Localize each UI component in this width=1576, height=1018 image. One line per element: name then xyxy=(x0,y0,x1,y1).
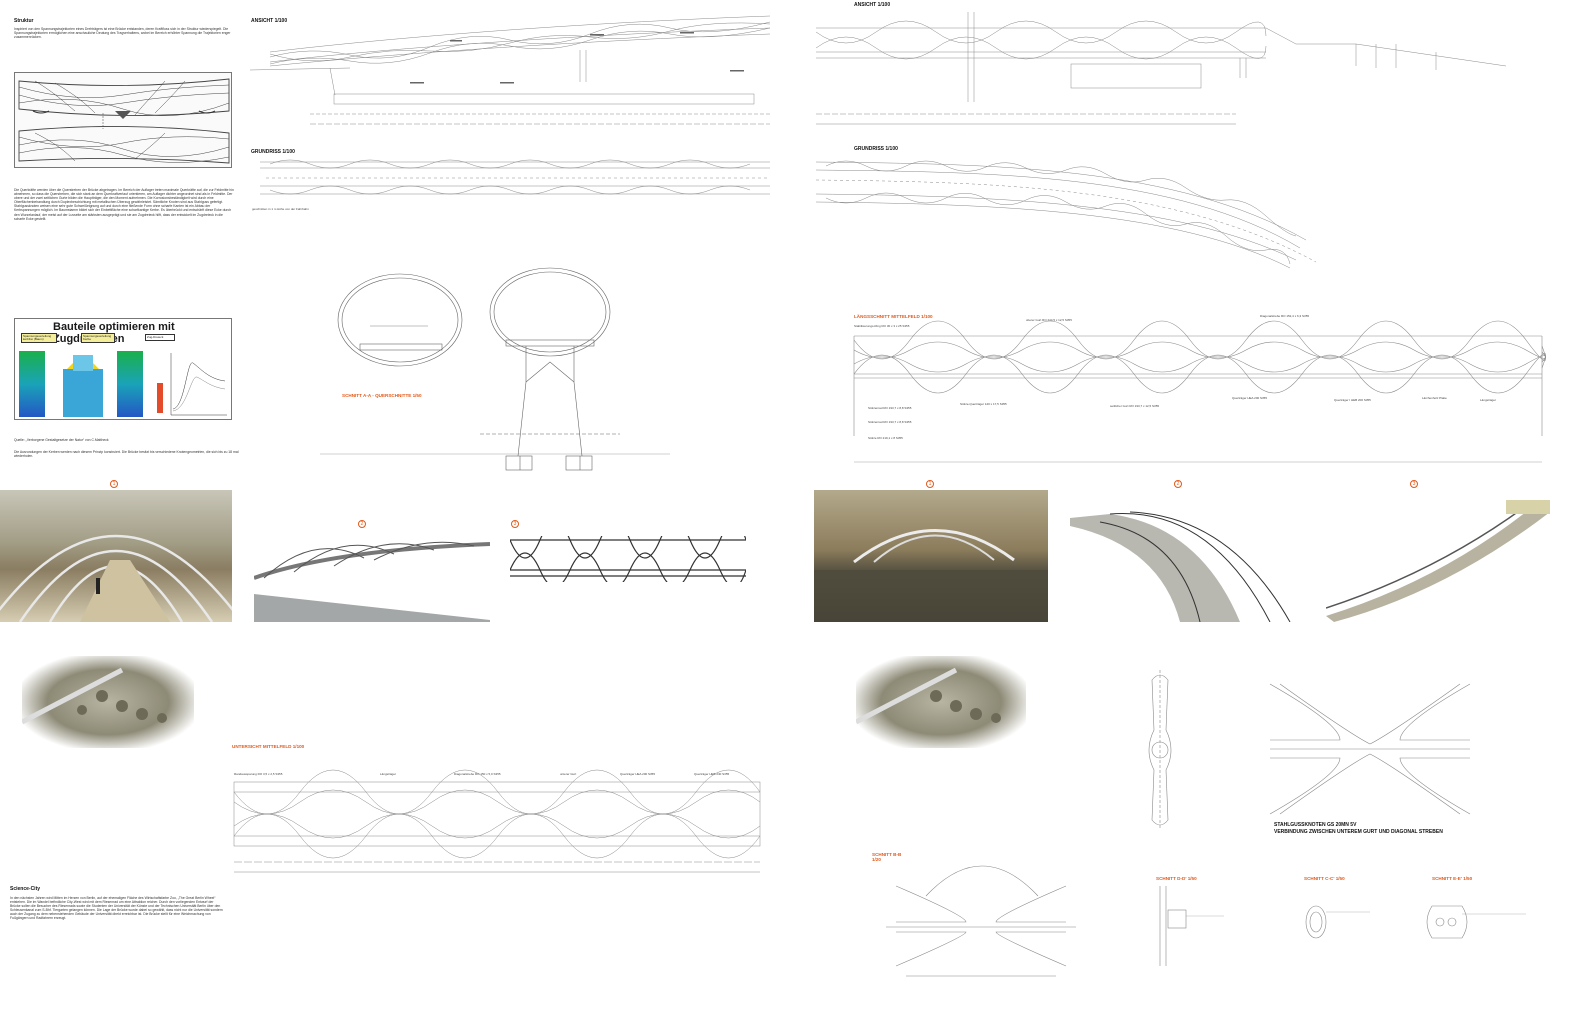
untersicht-label-3: unterer Gurt xyxy=(560,772,577,776)
legend-item-1: Spannungsverteilung Kerbe xyxy=(81,333,115,344)
untersicht-title: UNTERSICHT MITTELFELD 1/100 xyxy=(232,744,305,749)
right-site-aerial-map xyxy=(856,667,1001,725)
laengsschnitt-title: LÄNGSSCHNITT MITTELFELD 1/100 xyxy=(854,314,933,319)
right-grundriss-curved-drawing xyxy=(815,160,1317,269)
untersicht-drawing xyxy=(233,769,761,873)
grundriss-note: geschnitten in 1 m Höhe von der Fahrbahn xyxy=(252,207,309,211)
right-photo-number-3: 3 xyxy=(1410,480,1418,488)
photo-1-arches xyxy=(0,534,232,622)
laengsschnitt-bottom-label-2: seitlicher Gurt RO 193,7 x 12,5 S355 xyxy=(1110,404,1160,408)
photo-number-3: 3 xyxy=(511,520,519,528)
laengsschnitt-bottom-label-6: Längsträger xyxy=(1480,398,1497,402)
right-sheet: ANSICHT 1/100 GRUNDRISS 1/100 LÄNGSSCHNI xyxy=(800,0,1576,1018)
grundriss-plan-drawing xyxy=(260,159,770,195)
zugdreieck-panel: Bauteile optimieren mit Zugdreiecken Spa… xyxy=(14,318,232,420)
knoten-title: STAHLGUSSKNOTEN GS 20MN 5V xyxy=(1274,822,1357,828)
right-photo-number-2: 2 xyxy=(1174,480,1182,488)
right-photo-3-aerial xyxy=(1326,492,1550,622)
schnitt-ee-label: SCHNITT E-E' 1/50 xyxy=(1432,876,1473,881)
right-photo-2-curve xyxy=(1070,496,1310,622)
trajectory-diagram xyxy=(18,78,230,164)
right-ansicht-drawing xyxy=(815,12,1507,125)
photo-number-1: 1 xyxy=(110,480,118,488)
schnitt-ee-drawing xyxy=(1426,905,1526,939)
laengsschnitt-bottom-label-5: Lärchenholz Platte xyxy=(1422,396,1447,400)
untersicht-label-4: Querträger HEA 200 S355 xyxy=(620,772,656,776)
photo-2-render xyxy=(254,541,490,622)
site-aerial-map xyxy=(22,667,167,725)
photo-3-bridge-side xyxy=(510,536,746,582)
quelle-sub: Die Ausrundungen der Kerben werden nach … xyxy=(14,450,239,459)
photo-3-render xyxy=(510,536,746,582)
schnitt-dd-label: SCHNITT D-D' 1/50 xyxy=(1156,876,1197,881)
laengsschnitt-bottom-label-4: Querträger I HEB 200 S355 xyxy=(1334,398,1371,402)
laengsschnitt-top-label-2: Diagonalstrebe RO 152,4 x 6,3 S355 xyxy=(1260,314,1310,318)
laengsschnitt-top-label-1: oberer Gurt RO 244,5 x 12,5 S355 xyxy=(1026,318,1072,322)
right-photo-1-render xyxy=(814,529,1048,622)
schnitt-bb-label: SCHNITT B-B 1/20 xyxy=(872,852,902,862)
laengsschnitt-drawing xyxy=(853,320,1546,463)
schnitt-dd-drawing xyxy=(1159,886,1224,966)
knoten-subtitle: VERBINDUNG ZWISCHEN UNTEREM GURT UND DIA… xyxy=(1274,829,1443,835)
photo-number-2: 2 xyxy=(358,520,366,528)
laengsschnitt-bottom-label-1: Stütze-Querträger 120 x 17,5 S355 xyxy=(960,402,1007,406)
ansicht-title: ANSICHT 1/100 xyxy=(251,18,288,24)
untersicht-label-5: Querträger HEB 240 S355 xyxy=(694,772,730,776)
grundriss-title: GRUNDRISS 1/100 xyxy=(251,149,295,155)
laengsschnitt-bottom-label-3: Querträger HEA 200 S355 xyxy=(1232,396,1268,400)
right-photo-2-render xyxy=(1070,511,1291,622)
struktur-heading: Struktur xyxy=(14,18,34,24)
untersicht-label-0: Randaussparung RO 3,5 x 2,5 S355 xyxy=(234,772,283,776)
laengsschnitt-left-label-0: Stützenrad RO 193,7 x 8,8 S355 xyxy=(868,420,912,424)
schnitt-cc-label: SCHNITT C-C' 1/50 xyxy=(1304,876,1345,881)
right-photo-number-1: 1 xyxy=(926,480,934,488)
photo-1-bridge-interior xyxy=(0,490,232,622)
querkraefte-text: Die Querkräfte werden über die Querstreb… xyxy=(14,188,234,221)
quelle-text: Quelle: „Verborgene Gestaltgesetze der N… xyxy=(14,438,109,442)
trajectory-diagram-panel xyxy=(14,72,232,168)
science-city-text: In den nächsten Jahren wird Mitten im He… xyxy=(10,896,223,921)
photo-2-bridge-render xyxy=(254,530,490,622)
schnitt-aa-label: SCHNITT A-A - QUERSCHNITTE 1/50 xyxy=(342,393,422,398)
science-city-heading: Science-City xyxy=(10,886,41,892)
schnitt-aa-drawing xyxy=(320,267,670,471)
right-site-aerial-photo xyxy=(856,656,1026,748)
right-photo-3-render xyxy=(1326,500,1550,622)
legend-item-2: Zug-Dreieck xyxy=(145,334,175,341)
legend-item-0: Spannungsverteilung kerbfrei (Baum) xyxy=(21,333,57,344)
schnitt-cc-drawing xyxy=(1305,905,1370,939)
laengsschnitt-left-label-1: Stütze RO 219,1 x 8 S355 xyxy=(868,436,903,440)
struktur-text: Inspiriert von den Spannungstrajektorien… xyxy=(14,27,231,40)
laengsschnitt-bottom-label-0: Stützenrad RO 193,7 x 8,8 S355 xyxy=(868,406,912,410)
left-sheet: Struktur Inspiriert von den Spannungstra… xyxy=(0,0,780,1018)
schnitt-bb-drawing xyxy=(886,865,1076,977)
untersicht-label-1: Längsträger xyxy=(380,772,397,776)
right-ansicht-title: ANSICHT 1/100 xyxy=(854,2,891,8)
right-photo-1-river xyxy=(814,490,1048,622)
laengsschnitt-top-label-0: Stabilisierungs-Ring RO 30 x 3 x 25 S355 xyxy=(854,324,910,328)
node-detail-vertical xyxy=(1148,670,1172,830)
stress-color-plot xyxy=(19,351,227,417)
untersicht-label-2: Diagonalstrebe RO 150 x 5,0 S355 xyxy=(454,772,501,776)
right-grundriss-title: GRUNDRISS 1/100 xyxy=(854,146,898,152)
node-detail-x xyxy=(1269,683,1471,815)
site-aerial-photo xyxy=(22,656,194,748)
ansicht-elevation-drawing xyxy=(249,15,771,125)
